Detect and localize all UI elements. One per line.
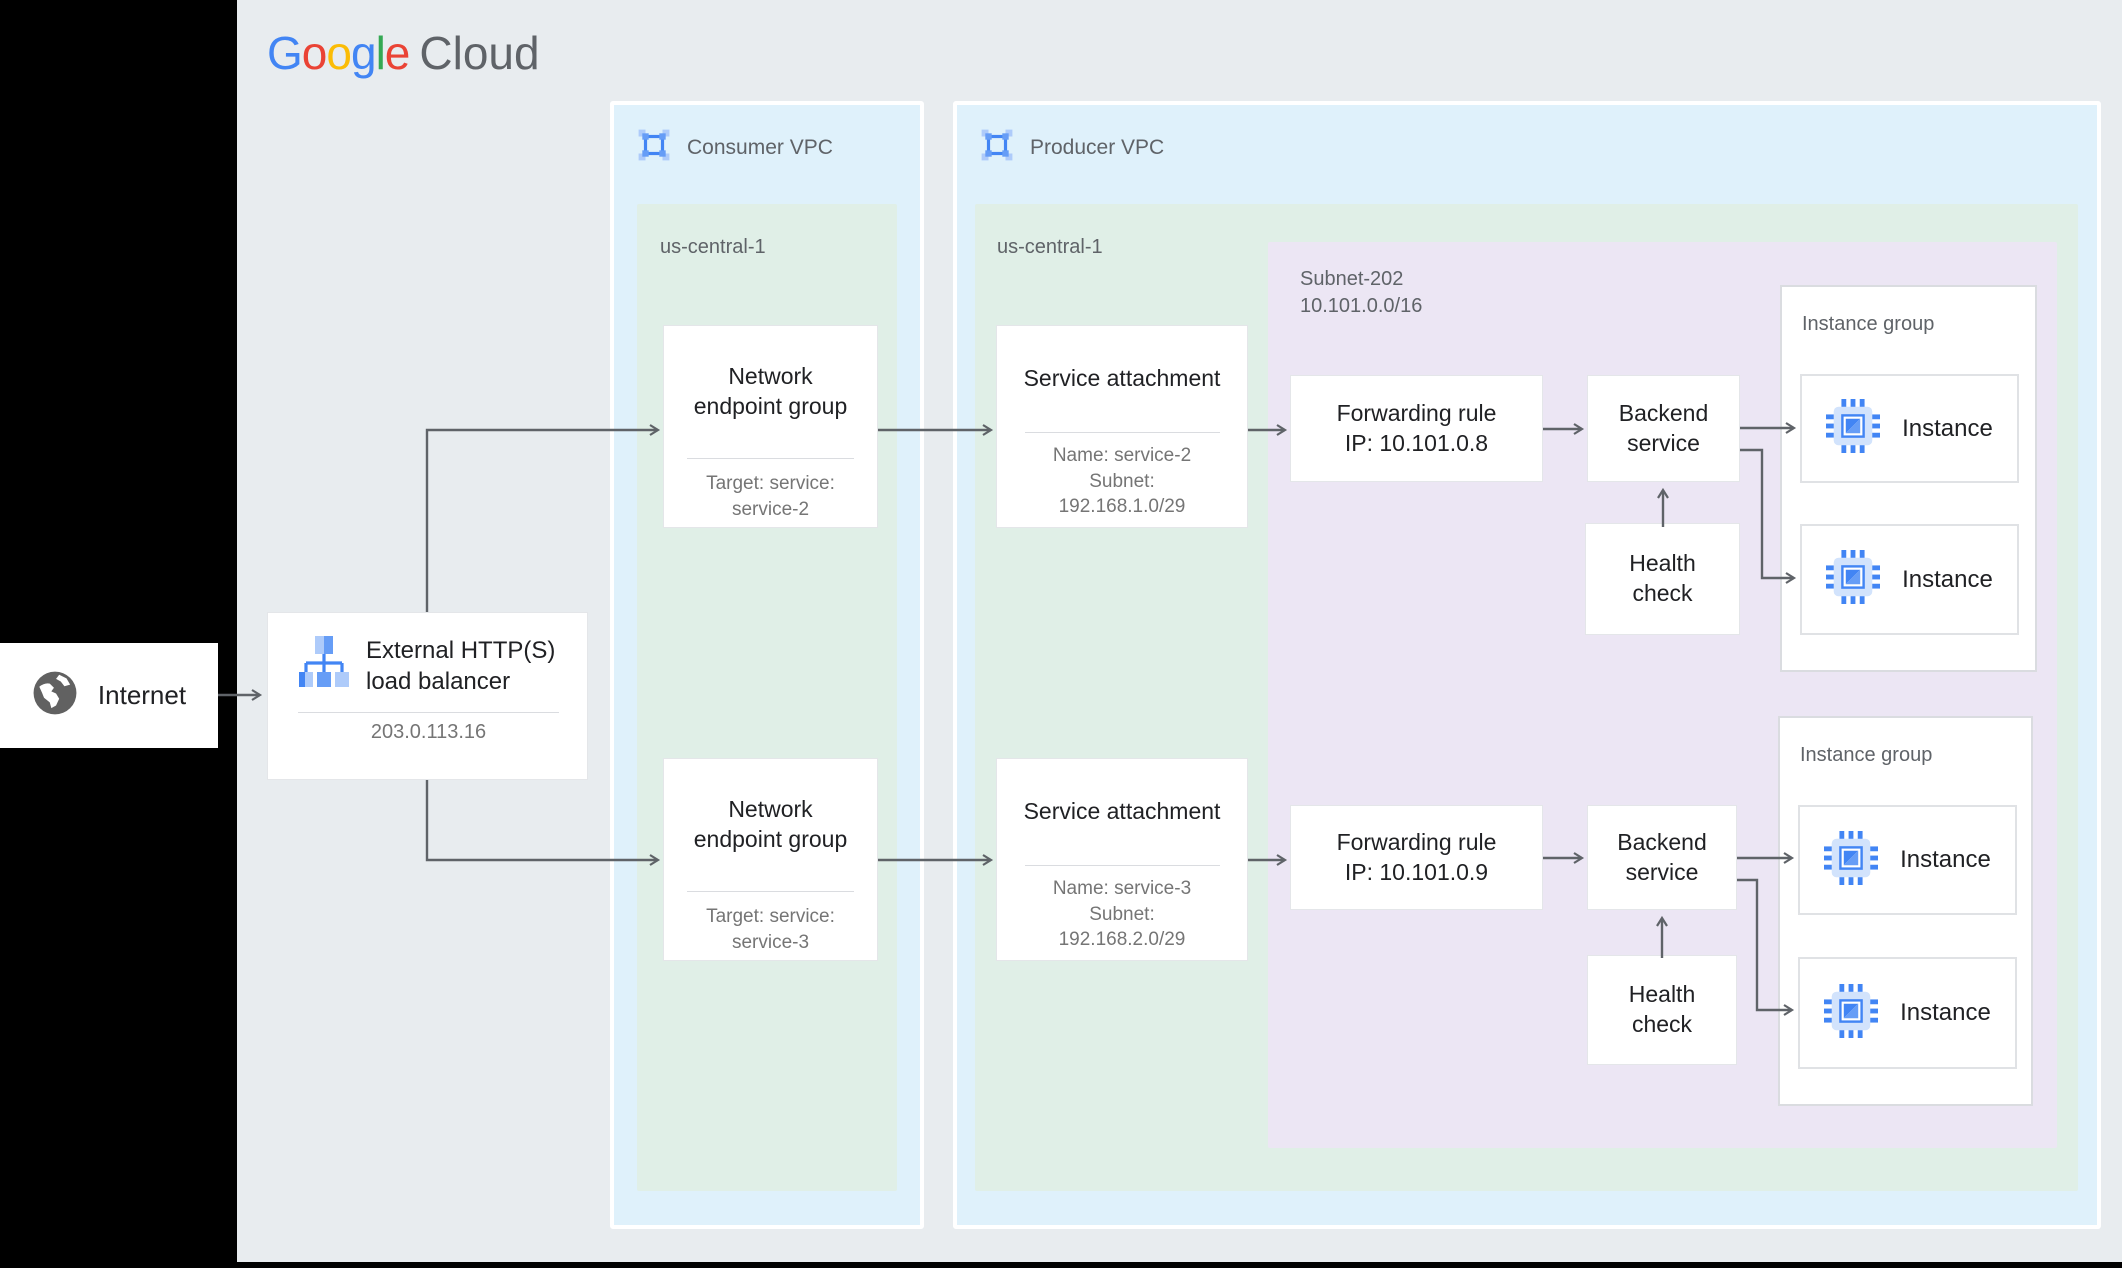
subnet-cidr: 10.101.0.0/16 [1300, 295, 1423, 317]
instance-label: Instance [1900, 846, 1991, 873]
vpc-network-icon [980, 128, 1014, 167]
neg-target-value: service-3 [731, 931, 810, 953]
logo-letter: e [384, 27, 411, 79]
consumer-region-label: us-central-1 [660, 236, 766, 258]
consumer-vpc-label: Consumer VPC [687, 135, 833, 159]
divider [298, 712, 559, 713]
instance-group-2: Instance group Instance [1778, 716, 2033, 1106]
instance-group-label: Instance group [1800, 744, 1933, 766]
health-check-label: Health [1629, 550, 1696, 577]
backend-service-label: Backend [1617, 828, 1707, 855]
neg-target-value: service-2 [731, 498, 810, 520]
logo-letter: l [375, 27, 386, 79]
service-attachment-subnet-label: Subnet: [1089, 903, 1155, 925]
load-balancer-icon [298, 635, 350, 698]
load-balancer-title-line2: load balancer [366, 668, 511, 696]
logo-cloud-text: Cloud [419, 27, 540, 79]
producer-region-label: us-central-1 [997, 236, 1103, 258]
service-attachment-subnet-cidr: 192.168.2.0/29 [1058, 929, 1186, 951]
instance-node: Instance [1800, 374, 2019, 483]
logo-letter: g [350, 27, 377, 79]
instance-node: Instance [1800, 524, 2019, 635]
network-endpoint-group-2: Network endpoint group Target: service: … [663, 758, 878, 961]
subnet-name: Subnet-202 [1300, 268, 1404, 290]
backend-service-2: Backend service [1587, 805, 1737, 910]
health-check-2: Health check [1587, 955, 1737, 1065]
internet-globe-icon [32, 670, 78, 721]
service-attachment-name: Name: service-2 [1052, 445, 1192, 466]
service-attachment-title: Service attachment [1023, 365, 1221, 392]
health-check-label: check [1631, 1011, 1693, 1037]
internet-node: Internet [0, 643, 218, 748]
service-attachment-title: Service attachment [1023, 798, 1221, 825]
forwarding-rule-1: Forwarding rule IP: 10.101.0.8 [1290, 375, 1543, 482]
load-balancer-title-line1: External HTTP(S) [366, 637, 556, 664]
backend-service-label: service [1625, 858, 1699, 885]
instance-node: Instance [1798, 805, 2017, 915]
logo-letter: o [301, 27, 328, 79]
service-attachment-subnet-cidr: 192.168.1.0/29 [1058, 496, 1186, 518]
load-balancer-ip: 203.0.113.16 [370, 721, 487, 743]
service-attachment-1: Service attachment Name: service-2 Subne… [996, 325, 1248, 528]
service-attachment-subnet-label: Subnet: [1089, 470, 1155, 492]
compute-instance-icon [1826, 399, 1881, 458]
compute-instance-icon [1826, 550, 1881, 609]
instance-label: Instance [1902, 565, 1993, 593]
service-attachment-2: Service attachment Name: service-3 Subne… [996, 758, 1248, 961]
forwarding-rule-ip: IP: 10.101.0.9 [1344, 858, 1489, 885]
compute-instance-icon [1824, 983, 1879, 1043]
instance-group-label: Instance group [1802, 313, 1935, 335]
service-attachment-name: Name: service-3 [1052, 878, 1192, 899]
load-balancer-node: External HTTP(S) load balancer 203.0.113… [267, 612, 588, 780]
producer-vpc-label: Producer VPC [1030, 135, 1165, 159]
backend-service-label: Backend [1618, 399, 1709, 426]
network-endpoint-group-1: Network endpoint group Target: service: … [663, 325, 878, 528]
instance-group-1: Instance group Instance [1780, 285, 2037, 672]
forwarding-rule-title: Forwarding rule [1336, 828, 1497, 855]
neg-target: Target: service: [706, 906, 835, 927]
neg-title: Network endpoint group [693, 363, 848, 419]
instance-label: Instance [1902, 414, 1993, 442]
backend-service-1: Backend service [1587, 375, 1740, 482]
instance-label: Instance [1900, 999, 1991, 1026]
neg-target: Target: service: [706, 473, 835, 494]
health-check-label: Health [1628, 981, 1696, 1008]
neg-title: Network endpoint group [693, 796, 848, 852]
forwarding-rule-ip: IP: 10.101.0.8 [1344, 429, 1489, 456]
instance-node: Instance [1798, 957, 2017, 1069]
health-check-label: check [1632, 580, 1693, 606]
backend-service-label: service [1627, 429, 1700, 456]
forwarding-rule-title: Forwarding rule [1336, 399, 1497, 426]
logo-letter: G [267, 27, 303, 79]
compute-instance-icon [1824, 830, 1879, 890]
logo-letter: o [326, 27, 352, 79]
internet-label: Internet [97, 680, 187, 710]
health-check-1: Health check [1585, 523, 1740, 635]
vpc-network-icon [637, 128, 671, 167]
forwarding-rule-2: Forwarding rule IP: 10.101.0.9 [1290, 805, 1543, 910]
